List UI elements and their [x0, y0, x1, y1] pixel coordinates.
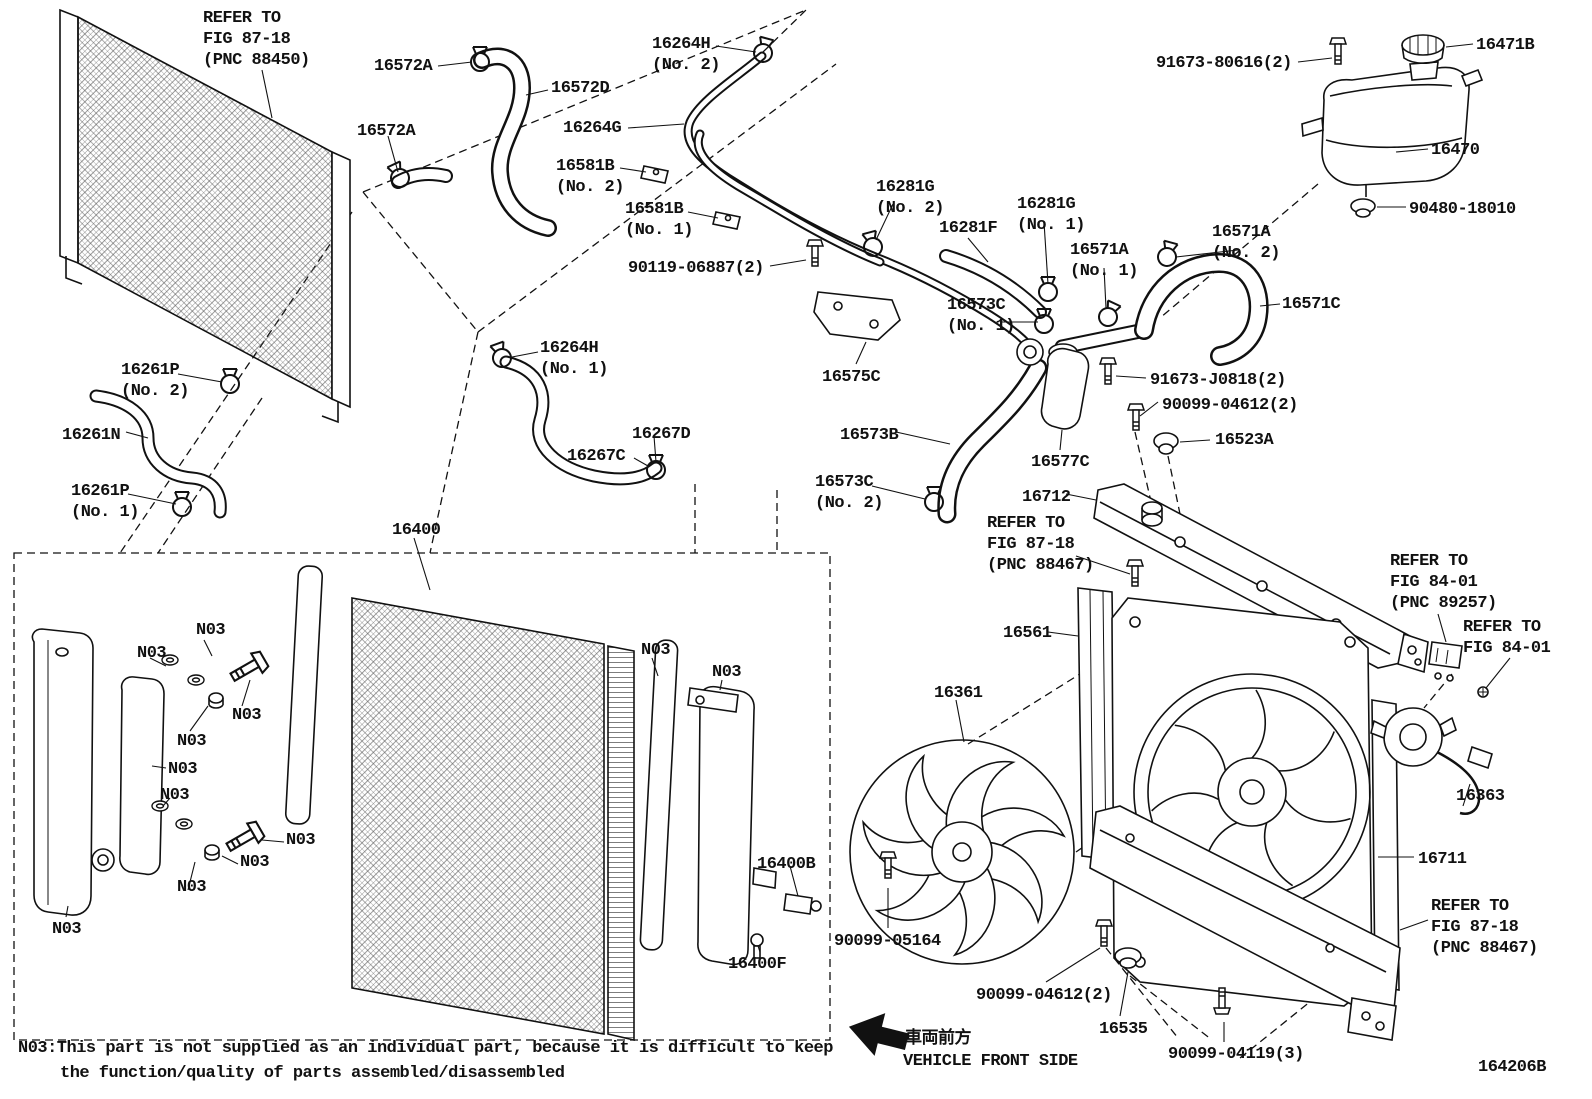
part-label-90119-06887: 90119-06887(2): [628, 259, 764, 278]
radiator-assembly-drawing: [31, 565, 822, 1042]
part-label-16261p-no1: 16261P (No. 1): [71, 482, 139, 522]
part-label-16571a-no1: 16571A (No. 1): [1070, 241, 1138, 281]
part-label-16261p-no2: 16261P (No. 2): [121, 361, 189, 401]
reservoir-tank-drawing: [1301, 34, 1484, 218]
water-inlet-drawing: [640, 165, 1090, 430]
fan-drawing: [849, 739, 1075, 965]
front-side-label-jp: 車両前方: [905, 1028, 972, 1048]
part-label-16400b: 16400B: [757, 855, 816, 874]
part-label-16281f: 16281F: [939, 219, 998, 238]
note-ref-n03: N03: [160, 786, 190, 805]
part-label-16561: 16561: [1003, 624, 1052, 643]
part-label-16572a-2: 16572A: [357, 122, 416, 141]
part-label-91673-80616: 91673-80616(2): [1156, 54, 1292, 73]
note-ref-n03: N03: [52, 920, 82, 939]
part-label-16267d: 16267D: [632, 425, 691, 444]
part-label-16573c-no2: 16573C (No. 2): [815, 473, 883, 513]
front-direction-arrow: [848, 1013, 910, 1056]
part-label-16573c-no1: 16573C (No. 1): [947, 296, 1015, 336]
part-label-91673-j0818: 91673-J0818(2): [1150, 371, 1286, 390]
note-ref-n03: N03: [712, 663, 742, 682]
note-ref-n03: N03: [196, 621, 226, 640]
part-label-90099-05164: 90099-05164: [834, 932, 941, 951]
part-label-16572a-1: 16572A: [374, 57, 433, 76]
part-label-16575c: 16575C: [822, 368, 881, 387]
part-label-16471b: 16471B: [1476, 36, 1535, 55]
part-label-16581b-no2: 16581B (No. 2): [556, 157, 624, 197]
drawing-code: 164206B: [1478, 1058, 1546, 1077]
part-label-16523a: 16523A: [1215, 431, 1274, 450]
note-ref-n03: N03: [177, 878, 207, 897]
part-label-90099-04119: 90099-04119(3): [1168, 1045, 1304, 1064]
ref-label-fig87-18-pnc88467-lower: REFER TO FIG 87-18 (PNC 88467): [1431, 897, 1538, 958]
part-label-16261n: 16261N: [62, 426, 121, 445]
fan-motor-drawing: [1370, 641, 1493, 815]
part-label-16573b: 16573B: [840, 426, 899, 445]
part-label-16470: 16470: [1431, 141, 1480, 160]
part-label-16264g: 16264G: [563, 119, 622, 138]
note-ref-n03: N03: [286, 831, 316, 850]
condenser-drawing: [59, 8, 351, 424]
part-label-90099-04612-lower: 90099-04612(2): [976, 986, 1112, 1005]
part-label-16400: 16400: [392, 521, 441, 540]
part-label-90480-18010: 90480-18010: [1409, 200, 1516, 219]
footnote-line2: the function/quality of parts assembled/…: [60, 1064, 565, 1083]
ref-label-fig84-01-pnc89257: REFER TO FIG 84-01 (PNC 89257): [1390, 552, 1497, 613]
ref-label-fig87-18-pnc88450: REFER TO FIG 87-18 (PNC 88450): [203, 9, 310, 70]
note-ref-n03: N03: [177, 732, 207, 751]
part-label-16571c: 16571C: [1282, 295, 1341, 314]
part-label-16571a-no2: 16571A (No. 2): [1212, 223, 1280, 263]
leader-lines: [65, 43, 1511, 1042]
hoses-and-pipes: [89, 47, 1269, 524]
note-ref-n03: N03: [137, 644, 167, 663]
part-label-16267c: 16267C: [567, 447, 626, 466]
part-label-16281g-no1: 16281G (No. 1): [1017, 195, 1085, 235]
footnote-line1: N03:This part is not supplied as an indi…: [18, 1039, 833, 1058]
part-label-16712: 16712: [1022, 488, 1071, 507]
ref-label-fig87-18-pnc88467-upper: REFER TO FIG 87-18 (PNC 88467): [987, 514, 1094, 575]
part-label-16361: 16361: [934, 684, 983, 703]
part-label-16581b-no1: 16581B (No. 1): [625, 200, 693, 240]
part-label-16363: 16363: [1456, 787, 1505, 806]
ref-label-fig84-01: REFER TO FIG 84-01: [1463, 618, 1551, 658]
note-ref-n03: N03: [641, 641, 671, 660]
part-label-16400f: 16400F: [728, 955, 787, 974]
note-ref-n03: N03: [232, 706, 262, 725]
part-label-16572d: 16572D: [551, 79, 610, 98]
note-ref-n03: N03: [168, 760, 198, 779]
part-label-90099-04612-upper: 90099-04612(2): [1162, 396, 1298, 415]
part-label-16577c: 16577C: [1031, 453, 1090, 472]
part-label-16264h-no2: 16264H (No. 2): [652, 35, 720, 75]
front-side-label-en: VEHICLE FRONT SIDE: [903, 1052, 1078, 1071]
part-label-16281g-no2: 16281G (No. 2): [876, 178, 944, 218]
fan-shroud-drawing: [1077, 587, 1401, 1041]
part-label-16535: 16535: [1099, 1020, 1148, 1039]
note-ref-n03: N03: [240, 853, 270, 872]
part-label-16264h-no1: 16264H (No. 1): [540, 339, 608, 379]
part-label-16711: 16711: [1418, 850, 1467, 869]
